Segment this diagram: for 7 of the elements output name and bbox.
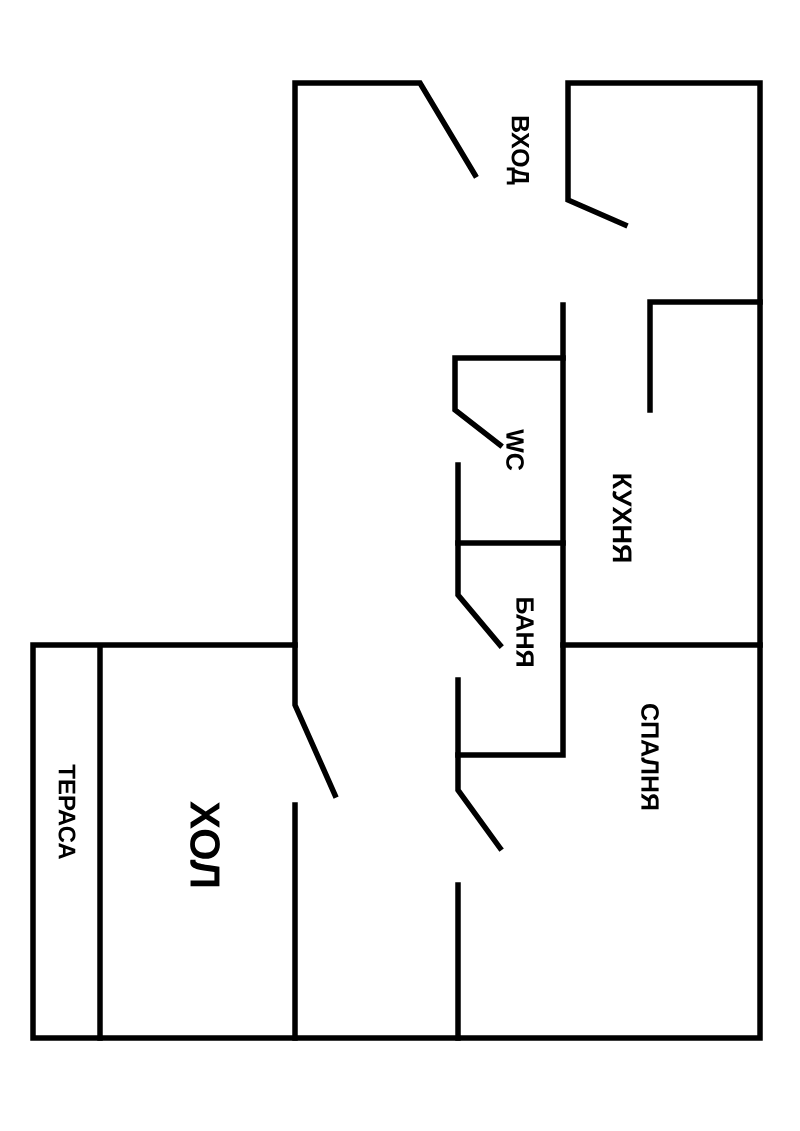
room-label: БАНЯ [516,598,534,666]
room-label: ХОЛ [190,801,220,887]
room-label: WC [506,429,524,471]
room-label: ВХОД [506,116,530,185]
room-label: ТЕРАСА [58,764,76,860]
room-label: СПАЛНЯ [641,704,659,810]
room-label: КУХНЯ [612,474,632,562]
